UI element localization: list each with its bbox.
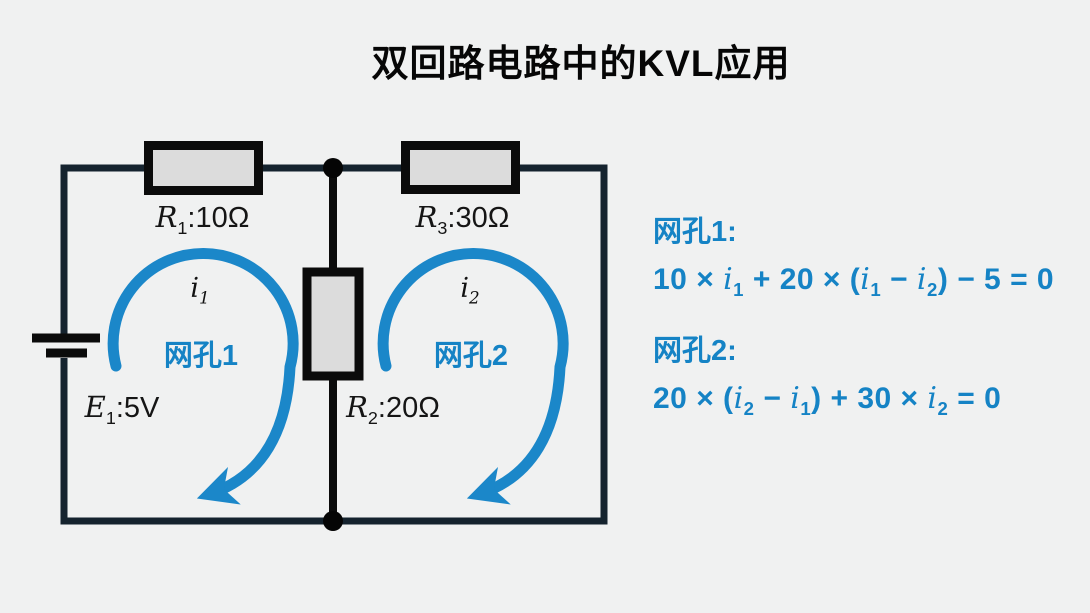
resistor-r3-body — [401, 141, 520, 194]
top-junction-dot — [323, 158, 343, 178]
resistor-r1-body — [144, 141, 263, 195]
mesh1-equation-header: 网孔1: — [653, 216, 737, 248]
mesh2-equation: 20 × (i2 − i1) + 30 × i2 = 0 — [653, 381, 1002, 419]
mesh1-current-loop-arrow — [107, 247, 299, 505]
resistor-r2-body — [302, 267, 364, 381]
mesh2-current-loop-arrow — [377, 247, 569, 505]
outer-circuit-wire — [60, 164, 608, 525]
mesh2-name-label: 网孔2 — [433, 340, 509, 372]
resistor-r1-label: R1:10Ω — [155, 200, 250, 238]
bottom-junction-dot — [323, 511, 343, 531]
resistor-r3-label: R3:30Ω — [415, 200, 510, 238]
resistor-r2-label: R2:20Ω — [346, 390, 440, 428]
mesh1-equation: 10 × i1 + 20 × (i1 − i2) − 5 = 0 — [653, 262, 1055, 300]
page-title: 双回路电路中的KVL应用 — [371, 43, 791, 84]
equations-panel: 网孔1: 10 × i1 + 20 × (i1 − i2) − 5 = 0 网孔… — [653, 208, 1083, 419]
mesh1-current-label: i1 — [190, 273, 210, 308]
mesh2-current-label: i2 — [460, 273, 480, 308]
mesh2-equation-header: 网孔2: — [653, 335, 737, 367]
battery-e1-label: E1:5V — [84, 390, 160, 428]
mesh1-name-label: 网孔1 — [163, 340, 239, 372]
